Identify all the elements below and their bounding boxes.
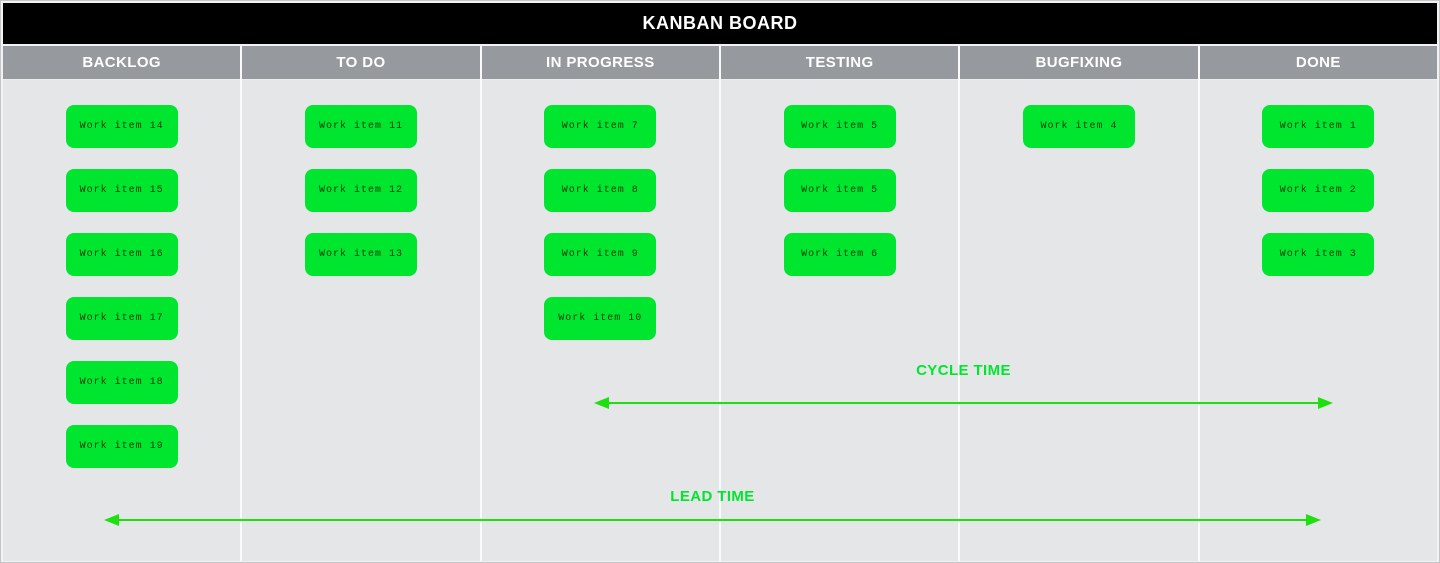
work-item-card[interactable]: Work item 18 — [65, 361, 178, 404]
work-item-card[interactable]: Work item 19 — [65, 425, 178, 468]
work-item-card[interactable]: Work item 7 — [544, 105, 657, 148]
work-item-card[interactable]: Work item 13 — [304, 233, 417, 276]
column-body-backlog: Work item 14 Work item 15 Work item 16 Work… — [3, 80, 241, 561]
work-item-card[interactable]: Work item 5 — [783, 105, 896, 148]
column-header-todo: TO DO — [242, 46, 480, 80]
column-header-in-progress: IN PROGRESS — [481, 46, 719, 80]
work-item-card[interactable]: Work item 8 — [544, 169, 657, 212]
column-body-in-progress: Work item 7 Work item 8 Work item 9 Work it… — [481, 80, 719, 561]
column-bugfixing: BUGFIXING Work item 4 — [960, 46, 1198, 561]
column-body-bugfixing: Work item 4 — [960, 80, 1198, 561]
column-body-done: Work item 1 Work item 2 Work item 3 — [1199, 80, 1437, 561]
column-done: DONE Work item 1 Work item 2 Work item 3 — [1199, 46, 1437, 561]
column-body-todo: Work item 11 Work item 12 Work item 13 — [242, 80, 480, 561]
column-header-bugfixing: BUGFIXING — [960, 46, 1198, 80]
work-item-card[interactable]: Work item 11 — [304, 105, 417, 148]
work-item-card[interactable]: Work item 2 — [1262, 169, 1375, 212]
work-item-card[interactable]: Work item 6 — [783, 233, 896, 276]
work-item-card[interactable]: Work item 4 — [1022, 105, 1135, 148]
column-header-testing: TESTING — [720, 46, 959, 80]
column-body-testing: Work item 5 Work item 5 Work item 6 — [720, 80, 959, 561]
work-item-card[interactable]: Work item 5 — [783, 169, 896, 212]
work-item-card[interactable]: Work item 17 — [65, 297, 178, 340]
work-item-card[interactable]: Work item 3 — [1262, 233, 1375, 276]
column-header-backlog: BACKLOG — [3, 46, 241, 80]
column-header-done: DONE — [1199, 46, 1437, 80]
work-item-card[interactable]: Work item 16 — [65, 233, 178, 276]
work-item-card[interactable]: Work item 9 — [544, 233, 657, 276]
work-item-card[interactable]: Work item 10 — [544, 297, 657, 340]
board-title: KANBAN BOARD — [3, 3, 1437, 44]
work-item-card[interactable]: Work item 12 — [304, 169, 417, 212]
work-item-card[interactable]: Work item 1 — [1262, 105, 1375, 148]
work-item-card[interactable]: Work item 15 — [65, 169, 178, 212]
work-item-card[interactable]: Work item 14 — [65, 105, 178, 148]
